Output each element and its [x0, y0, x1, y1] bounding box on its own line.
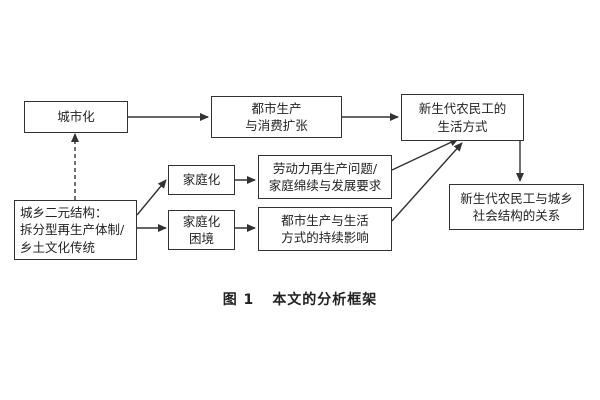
node-sustain-impact: 都市生产与生活 方式的持续影响 — [258, 207, 392, 251]
node-family-dilemma: 家庭化 困境 — [168, 210, 235, 250]
node-dual-structure: 城乡二元结构： 拆分型再生产体制/ 乡土文化传统 — [14, 200, 137, 260]
figure-number: 图 1 — [222, 292, 255, 308]
arrow-labor-to-lifestyle — [391, 138, 459, 171]
node-relation: 新生代农民工与城乡 社会结构的关系 — [449, 184, 584, 230]
node-labor-reproduction: 劳动力再生产问题/ 家庭绵续与发展要求 — [258, 155, 392, 199]
figure-caption: 图 1 本文的分析框架 — [0, 289, 600, 309]
arrow-impact-to-lifestyle — [391, 142, 463, 222]
node-urban-production: 都市生产 与消费扩张 — [211, 96, 342, 138]
figure-title: 本文的分析框架 — [272, 292, 378, 308]
node-familization: 家庭化 — [168, 165, 235, 195]
arrow-structure-to-familization — [136, 179, 167, 216]
node-urbanization: 城市化 — [24, 101, 128, 133]
node-life-style: 新生代农民工的 生活方式 — [401, 94, 524, 141]
